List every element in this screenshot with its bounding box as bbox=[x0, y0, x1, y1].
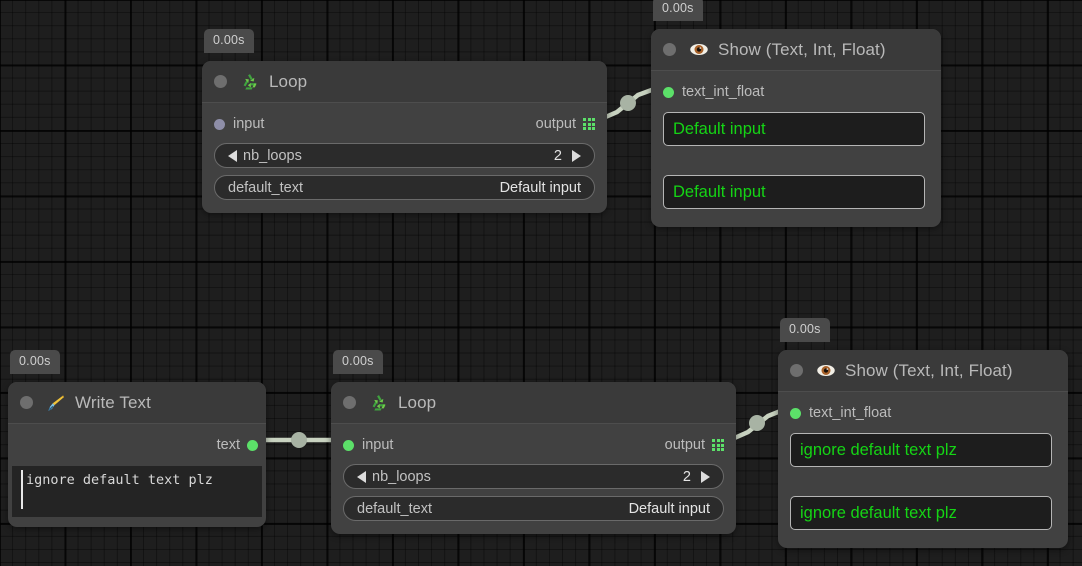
collapse-dot-icon[interactable] bbox=[214, 75, 227, 88]
port-row: text_int_float bbox=[790, 403, 1052, 423]
node-header[interactable]: Loop bbox=[202, 61, 607, 103]
node-exec-time-badge: 0.00s bbox=[780, 318, 830, 342]
collapse-dot-icon[interactable] bbox=[790, 364, 803, 377]
node-loop-bottom[interactable]: 0.00s Loop inpu bbox=[331, 350, 736, 534]
recycle-icon bbox=[240, 72, 260, 92]
node-show-bottom[interactable]: 0.00s Show (Text, Int, Float) text_int_f… bbox=[778, 318, 1068, 548]
output-port-label: text bbox=[216, 437, 240, 453]
input-port-label: input bbox=[233, 116, 265, 132]
wire-handle-loop-bottom-to-show-bottom[interactable] bbox=[749, 415, 765, 431]
input-port-label: input bbox=[362, 437, 394, 453]
input-port-dot[interactable] bbox=[790, 407, 801, 419]
node-body: input output nb_loops 2 default_text Def… bbox=[202, 103, 607, 213]
stepper-decrement-icon[interactable] bbox=[228, 149, 237, 162]
input-port-dot[interactable] bbox=[214, 118, 225, 130]
widget-value[interactable]: Default input bbox=[499, 179, 581, 196]
recycle-icon bbox=[369, 393, 389, 413]
port-row: text bbox=[12, 435, 262, 455]
widget-default-text[interactable]: default_text Default input bbox=[214, 175, 595, 200]
node-exec-time-badge: 0.00s bbox=[204, 29, 254, 53]
input-port-group[interactable]: text_int_float bbox=[790, 405, 891, 421]
eye-icon bbox=[816, 361, 836, 381]
stepper-increment-icon[interactable] bbox=[701, 470, 710, 483]
output-port-dot[interactable] bbox=[247, 439, 258, 451]
text-input-area[interactable]: ignore default text plz bbox=[12, 466, 262, 517]
node-header[interactable]: Show (Text, Int, Float) bbox=[778, 350, 1068, 392]
grid-icon[interactable] bbox=[583, 118, 595, 130]
output-port-group[interactable]: text bbox=[217, 437, 258, 453]
output-port-group[interactable]: output bbox=[665, 437, 724, 453]
stepper-decrement-icon[interactable] bbox=[357, 470, 366, 483]
wire-handle-write-text-to-loop-bottom[interactable] bbox=[291, 432, 307, 448]
wire-handle-loop-top-to-show-top[interactable] bbox=[620, 95, 636, 111]
widget-label: nb_loops bbox=[372, 468, 431, 485]
node-loop-top[interactable]: 0.00s Loop inpu bbox=[202, 29, 607, 213]
text-input-value: ignore default text plz bbox=[26, 472, 213, 488]
input-port-dot[interactable] bbox=[343, 439, 354, 451]
node-show-top[interactable]: 0.00s Show (Text, Int, Float) text_int_f… bbox=[651, 0, 941, 227]
eye-icon bbox=[689, 40, 709, 60]
node-title: Loop bbox=[269, 71, 308, 91]
display-value-box: ignore default text plz bbox=[790, 433, 1052, 467]
input-port-group[interactable]: input bbox=[214, 116, 264, 132]
input-port-label: text_int_float bbox=[682, 84, 765, 100]
node-body: text_int_float Default input Default inp… bbox=[651, 71, 941, 227]
wire-loop-top-to-show-top[interactable] bbox=[598, 85, 660, 122]
node-title: Loop bbox=[398, 392, 437, 412]
port-row: text_int_float bbox=[663, 82, 925, 102]
widget-label: default_text bbox=[228, 179, 303, 196]
node-exec-time-badge: 0.00s bbox=[333, 350, 383, 374]
node-exec-time-badge: 0.00s bbox=[10, 350, 60, 374]
output-port-label: output bbox=[535, 116, 576, 132]
input-port-dot[interactable] bbox=[663, 86, 674, 98]
widget-value[interactable]: 2 bbox=[682, 468, 691, 485]
node-body: text_int_float ignore default text plz i… bbox=[778, 392, 1068, 548]
node-write-text[interactable]: 0.00s Write Text text bbox=[8, 350, 266, 527]
widget-default-text[interactable]: default_text Default input bbox=[343, 496, 724, 521]
widget-value[interactable]: 2 bbox=[553, 147, 562, 164]
widget-label: default_text bbox=[357, 500, 432, 517]
node-title: Show (Text, Int, Float) bbox=[718, 39, 886, 59]
input-port-label: text_int_float bbox=[809, 405, 892, 421]
node-title: Write Text bbox=[75, 392, 151, 412]
display-value-box: Default input bbox=[663, 175, 925, 209]
port-row: input output bbox=[343, 435, 724, 455]
port-row: input output bbox=[214, 114, 595, 134]
node-header[interactable]: Show (Text, Int, Float) bbox=[651, 29, 941, 71]
display-value-box: ignore default text plz bbox=[790, 496, 1052, 530]
display-value-box: Default input bbox=[663, 112, 925, 146]
stepper-increment-icon[interactable] bbox=[572, 149, 581, 162]
widget-label: nb_loops bbox=[243, 147, 302, 164]
node-exec-time-badge: 0.00s bbox=[653, 0, 703, 21]
text-caret bbox=[21, 470, 23, 509]
node-body: text ignore default text plz bbox=[8, 424, 266, 527]
widget-value[interactable]: Default input bbox=[628, 500, 710, 517]
node-title: Show (Text, Int, Float) bbox=[845, 360, 1013, 380]
pen-nib-icon bbox=[46, 393, 66, 413]
node-header[interactable]: Write Text bbox=[8, 382, 266, 424]
collapse-dot-icon[interactable] bbox=[663, 43, 676, 56]
node-body: input output nb_loops 2 default_text Def… bbox=[331, 424, 736, 534]
node-header[interactable]: Loop bbox=[331, 382, 736, 424]
output-port-label: output bbox=[664, 437, 705, 453]
collapse-dot-icon[interactable] bbox=[20, 396, 33, 409]
widget-nb-loops-stepper[interactable]: nb_loops 2 bbox=[214, 143, 595, 168]
grid-icon[interactable] bbox=[712, 439, 724, 451]
collapse-dot-icon[interactable] bbox=[343, 396, 356, 409]
widget-nb-loops-stepper[interactable]: nb_loops 2 bbox=[343, 464, 724, 489]
input-port-group[interactable]: input bbox=[343, 437, 393, 453]
input-port-group[interactable]: text_int_float bbox=[663, 84, 764, 100]
output-port-group[interactable]: output bbox=[536, 116, 595, 132]
